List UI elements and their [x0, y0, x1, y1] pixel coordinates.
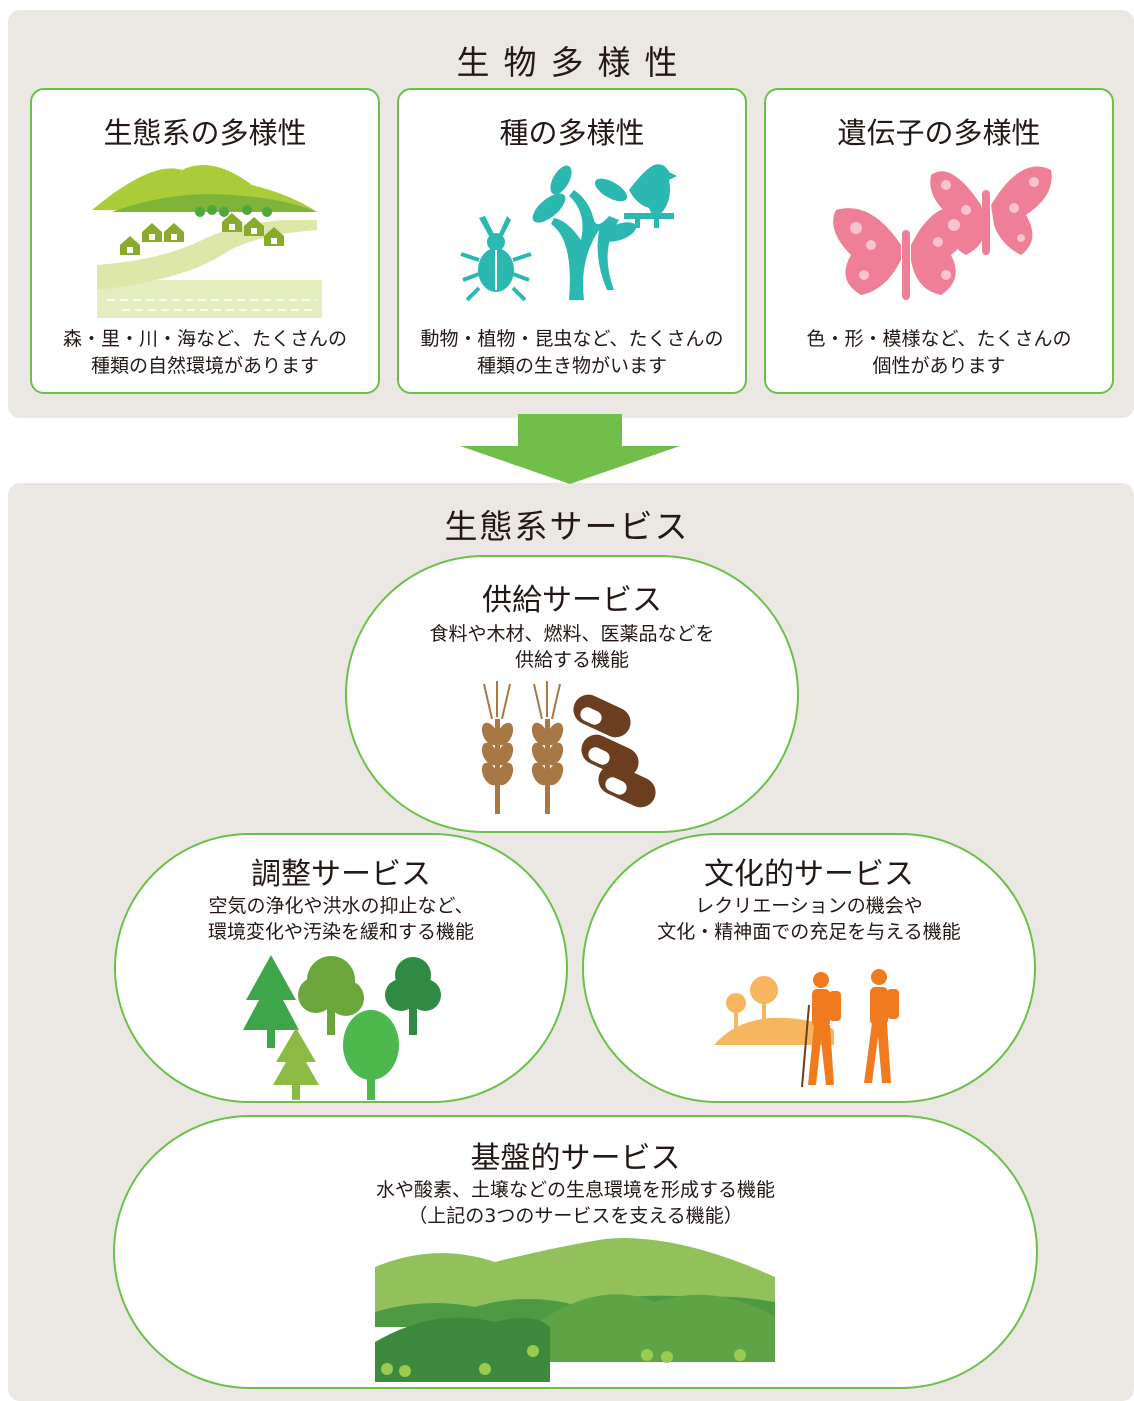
cultural-service-oval: 文化的サービス レクリエーションの機会や 文化・精神面での充足を与える機能	[582, 833, 1036, 1103]
base-service-oval: 基盤的サービス 水や酸素、土壌などの生息環境を形成する機能 （上記の3つのサービ…	[113, 1115, 1038, 1389]
service-title: 文化的サービス	[704, 857, 914, 892]
wheat-capsules-icon	[481, 681, 656, 814]
card-description: 色・形・模様など、たくさんの 個性があります	[766, 326, 1112, 380]
service-description: 空気の浄化や洪水の抑止など、 環境変化や汚染を緩和する機能	[116, 893, 566, 945]
desc-line: 動物・植物・昆虫など、たくさんの	[420, 328, 724, 350]
service-description: 食料や木材、燃料、医薬品などを 供給する機能	[347, 621, 797, 673]
desc-line: 種類の生き物がいます	[476, 355, 667, 377]
desc-line: 森・里・川・海など、たくさんの	[62, 328, 348, 350]
card-title: 種の多様性	[499, 116, 645, 150]
desc-line: 空気の浄化や洪水の抑止など、	[208, 895, 474, 917]
desc-line: 食料や木材、燃料、医薬品などを	[429, 623, 715, 645]
card-title: 遺伝子の多様性	[837, 116, 1041, 150]
service-description: 水や酸素、土壌などの生息環境を形成する機能 （上記の3つのサービスを支える機能）	[115, 1177, 1036, 1229]
genetic-diversity-card: 遺伝子の多様性 色・形・模様など、たくさんの 個性があります	[764, 88, 1114, 394]
desc-line: 水や酸素、土壌などの生息環境を形成する機能	[375, 1179, 775, 1201]
mountains-icon	[375, 1238, 775, 1382]
butterflies-icon	[833, 166, 1052, 300]
desc-line: レクリエーションの機会や	[695, 895, 923, 917]
regulating-service-oval: 調整サービス 空気の浄化や洪水の抑止など、 環境変化や汚染を緩和する機能	[114, 833, 568, 1103]
service-description: レクリエーションの機会や 文化・精神面での充足を与える機能	[584, 893, 1034, 945]
desc-line: 供給する機能	[514, 649, 629, 671]
desc-line: 文化・精神面での充足を与える機能	[657, 921, 961, 943]
trees-icon	[243, 955, 441, 1100]
species-diversity-card: 種の多様性 動物・植物・昆虫など、たくさんの 種類の生き物がいます	[397, 88, 747, 394]
card-description: 動物・植物・昆虫など、たくさんの 種類の生き物がいます	[399, 326, 745, 380]
card-title: 生態系の多様性	[103, 116, 307, 150]
landscape-icon	[92, 165, 322, 318]
desc-line: 色・形・模様など、たくさんの	[806, 328, 1072, 350]
card-description: 森・里・川・海など、たくさんの 種類の自然環境があります	[32, 326, 378, 380]
desc-line: 種類の自然環境があります	[90, 355, 319, 377]
ecosystem-services-title: 生態系サービス	[444, 507, 690, 546]
down-arrow-icon	[460, 414, 680, 484]
species-icon	[460, 164, 677, 302]
biodiversity-title: 生物多様性	[456, 43, 692, 82]
service-title: 調整サービス	[251, 857, 431, 892]
hikers-icon	[714, 969, 899, 1088]
desc-line: 個性があります	[872, 355, 1006, 377]
desc-line: （上記の3つのサービスを支える機能）	[408, 1205, 743, 1227]
service-title: 供給サービス	[482, 583, 662, 618]
service-title: 基盤的サービス	[470, 1141, 681, 1176]
ecosystem-diversity-card: 生態系の多様性 森・里・川・海など、たくさんの 種類の自然環境があります	[30, 88, 380, 394]
desc-line: 環境変化や汚染を緩和する機能	[207, 921, 474, 943]
supply-service-oval: 供給サービス 食料や木材、燃料、医薬品などを 供給する機能	[345, 555, 799, 833]
